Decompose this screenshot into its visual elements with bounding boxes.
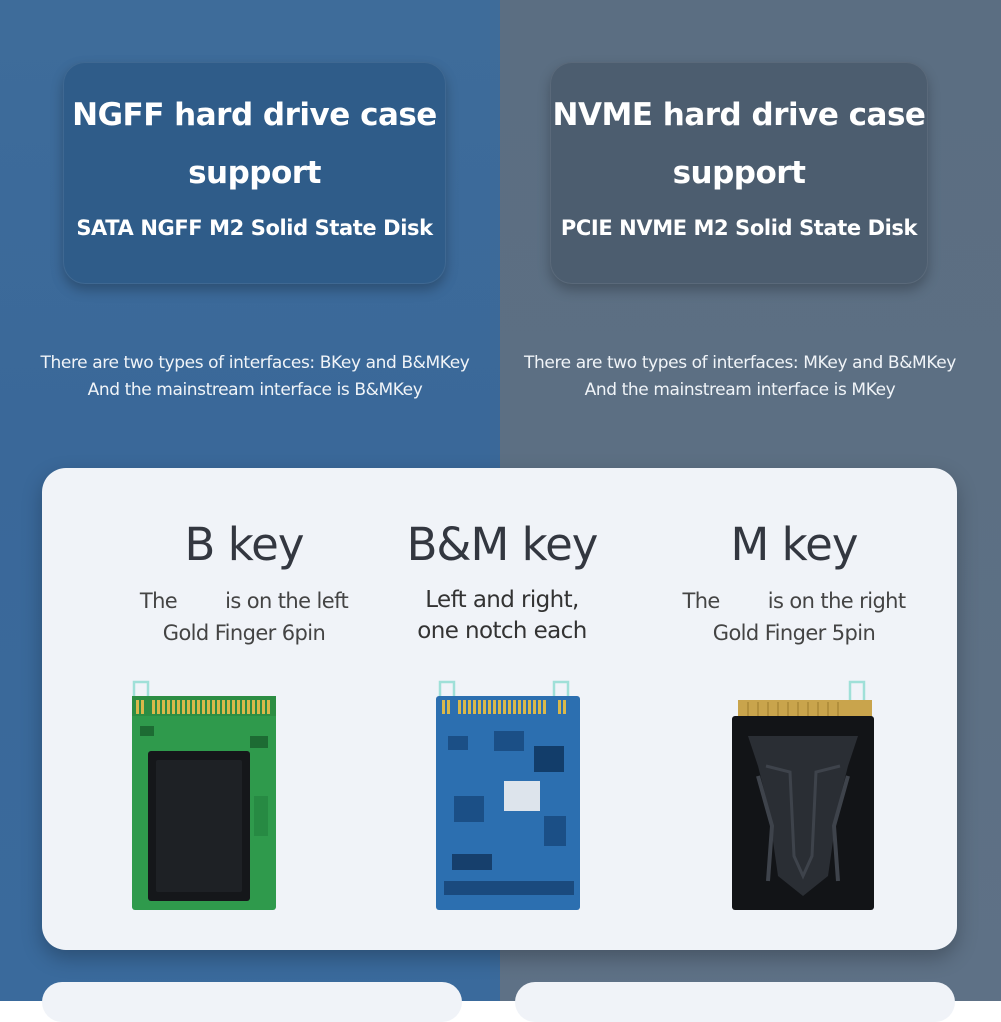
nvme-ssd-m-key-image: [732, 680, 874, 910]
b-key-desc-pre: The: [139, 589, 178, 613]
nvme-support-box: NVME hard drive case support PCIE NVME M…: [550, 62, 928, 284]
b-key-column: B key The is on the left Gold Finger 6pin: [84, 468, 404, 649]
b-key-description: The is on the left Gold Finger 6pin: [84, 585, 404, 649]
nvme-interface-note: There are two types of interfaces: MKey …: [490, 350, 990, 404]
nvme-title-line1: NVME hard drive case: [552, 97, 926, 133]
bm-key-column: B&M key Left and right, one notch each: [342, 468, 662, 647]
bottom-card-left: [42, 982, 462, 1022]
m-key-desc-line2: Gold Finger 5pin: [712, 621, 876, 645]
nvme-interface-line2: And the mainstream interface is MKey: [584, 380, 896, 400]
b-key-title: B key: [184, 518, 305, 571]
ngff-interface-line2: And the mainstream interface is B&MKey: [87, 380, 423, 400]
m-key-desc-pre: The: [682, 589, 720, 613]
bm-key-title: B&M key: [406, 518, 599, 571]
label-area: [504, 781, 540, 811]
bottom-card-right: [515, 982, 955, 1022]
m-key-desc-post: is on the right: [767, 589, 906, 613]
gold-fingers: [442, 700, 566, 714]
bm-key-desc-line2: one notch each: [417, 618, 587, 644]
ngff-interface-note: There are two types of interfaces: BKey …: [0, 350, 510, 404]
ngff-title-line2: support: [188, 155, 321, 191]
nvme-title-line2: support: [672, 155, 806, 191]
ngff-interface-line1: There are two types of interfaces: BKey …: [40, 353, 470, 373]
bm-key-desc-line1: Left and right,: [425, 587, 579, 613]
nvme-ssd-bm-key-image: [436, 680, 580, 910]
ngff-support-box: NGFF hard drive case support SATA NGFF M…: [63, 62, 446, 284]
m-key-description: The is on the right Gold Finger 5pin: [634, 585, 954, 649]
key-types-panel: B key The is on the left Gold Finger 6pin…: [42, 468, 957, 950]
gold-fingers: [136, 700, 270, 714]
b-key-desc-post: is on the left: [225, 589, 349, 613]
m-key-title: M key: [730, 518, 859, 571]
ngff-subtitle: SATA NGFF M2 Solid State Disk: [76, 216, 433, 240]
m-key-column: M key The is on the right Gold Finger 5pi…: [634, 468, 954, 649]
b-key-desc-line2: Gold Finger 6pin: [162, 621, 326, 645]
sata-ssd-b-key-image: [132, 680, 276, 910]
bm-key-description: Left and right, one notch each: [342, 585, 662, 647]
nvme-subtitle: PCIE NVME M2 Solid State Disk: [560, 216, 918, 240]
nvme-interface-line1: There are two types of interfaces: MKey …: [524, 353, 956, 373]
ngff-title-line1: NGFF hard drive case: [72, 97, 437, 133]
